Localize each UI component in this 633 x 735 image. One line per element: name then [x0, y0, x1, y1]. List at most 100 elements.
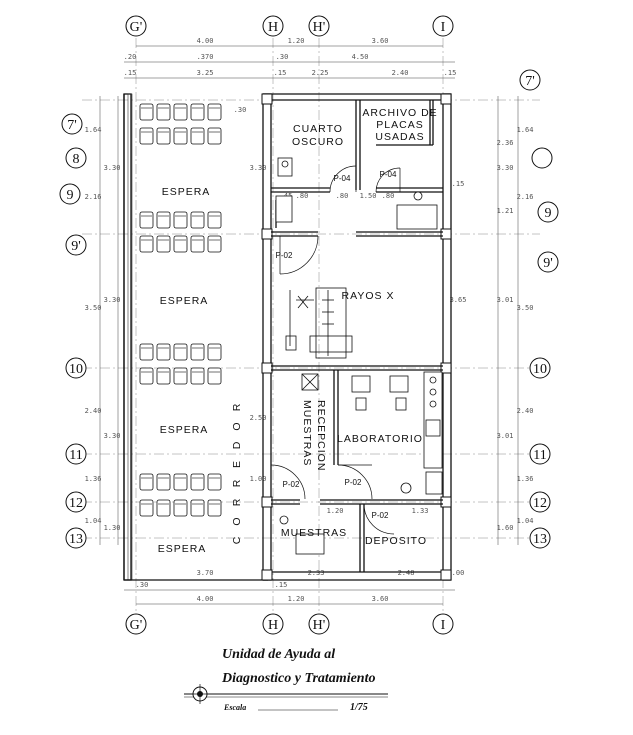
dim-right-1: 1.64 [517, 126, 534, 134]
corredor-letter: D [231, 441, 243, 450]
waiting-seat [139, 127, 154, 145]
room-deposito: DEPOSITO [365, 535, 427, 547]
dim-bottom-1: 4.00 [197, 595, 214, 603]
dimension-lines [99, 45, 519, 605]
door-tag-p02-a: P-02 [276, 251, 293, 260]
axis-bubble-top-i: I [432, 15, 454, 37]
axis-bubble-bottom-h-prime: H' [308, 613, 330, 635]
waiting-seat [156, 499, 171, 517]
waiting-seat [207, 235, 222, 253]
axis-bubble-top-h-prime: H' [308, 15, 330, 37]
room-espera-4: ESPERA [158, 543, 207, 555]
dim-bottom-2: 1.20 [288, 595, 305, 603]
dim-bottom-sub-6: .00 [452, 569, 465, 577]
dim-misc-7: 1.20 [327, 507, 344, 515]
dim-top-sub2-5: 2.40 [392, 69, 409, 77]
waiting-seat [139, 367, 154, 385]
title-line2: Diagnostico y Tratamiento [221, 671, 375, 686]
dim-top-sub2-4: 2.25 [312, 69, 329, 77]
svg-text:I: I [441, 618, 446, 633]
svg-text:9: 9 [67, 188, 74, 203]
waiting-seat [207, 211, 222, 229]
dim-top-sub-4: .30 [276, 53, 289, 61]
corredor-letter: C [231, 536, 243, 545]
dim-right-6: 1.04 [517, 517, 534, 525]
title-line1: Unidad de Ayuda al [222, 647, 335, 662]
svg-text:9': 9' [71, 239, 81, 254]
dim-left-1: 1.64 [85, 126, 102, 134]
dim-right-5: 1.36 [517, 475, 534, 483]
room-recepcion-line2: MUESTRAS [301, 400, 313, 466]
dim-right-in-5: 3.01 [497, 432, 514, 440]
waiting-seat [173, 499, 188, 517]
dim-top-sub-3: 4.50 [352, 53, 369, 61]
waiting-seat [156, 367, 171, 385]
waiting-seat [139, 473, 154, 491]
waiting-seat [156, 473, 171, 491]
svg-text:9': 9' [543, 256, 553, 271]
room-archivo-line2: PLACAS [376, 119, 423, 131]
dim-right-in-1: 2.36 [497, 139, 514, 147]
waiting-seat [207, 127, 222, 145]
dim-right-3: 3.50 [517, 304, 534, 312]
room-muestras: MUESTRAS [281, 527, 347, 539]
svg-text:G': G' [130, 20, 143, 35]
room-laboratorio: LABORATORIO [337, 433, 423, 445]
axis-bubble-right-9: 9 [537, 201, 559, 223]
corredor-letter: E [231, 460, 243, 468]
waiting-seats [139, 103, 222, 517]
dim-right-in-3: 1.21 [497, 207, 514, 215]
room-archivo-line3: USADAS [375, 131, 424, 143]
waiting-seat [207, 343, 222, 361]
dim-left-2: 2.16 [85, 193, 102, 201]
dim-bottom-3: 3.60 [372, 595, 389, 603]
dim-top-sub2-3: .15 [274, 69, 287, 77]
waiting-seat [190, 343, 205, 361]
waiting-seat [207, 367, 222, 385]
waiting-seat [190, 367, 205, 385]
waiting-seat [190, 499, 205, 517]
dim-top-sub2-2: 3.25 [197, 69, 214, 77]
svg-text:9: 9 [545, 206, 552, 221]
waiting-seat [190, 103, 205, 121]
dim-misc-10: 3.65 [450, 296, 467, 304]
svg-text:H': H' [313, 20, 326, 35]
axis-bubble-left-7p: 7' [61, 113, 83, 135]
waiting-seat [190, 473, 205, 491]
waiting-seat [173, 127, 188, 145]
waiting-seat [139, 103, 154, 121]
dim-misc-11: 2.50 [250, 414, 267, 422]
dim-bottom-sub-3: .15 [275, 581, 288, 589]
waiting-seat [173, 343, 188, 361]
dim-misc-4: .80 [336, 192, 349, 200]
dim-right-4: 2.40 [517, 407, 534, 415]
axis-bubble-top-h: H [262, 15, 284, 37]
door-tag-p04-b: P-04 [380, 170, 397, 179]
door-tag-p04-a: P-04 [334, 174, 351, 183]
svg-text:10: 10 [69, 362, 83, 377]
waiting-seat [156, 103, 171, 121]
svg-text:11: 11 [533, 448, 546, 463]
axis-bubble-right-8-empty [531, 147, 553, 169]
axis-bubble-right-13: 13 [529, 527, 551, 549]
dim-bottom-sub-4: 2.33 [308, 569, 325, 577]
dim-left-6: 1.04 [85, 517, 102, 525]
dim-misc-1: .30 [234, 106, 247, 114]
dim-top-1: 4.00 [197, 37, 214, 45]
waiting-seat [156, 235, 171, 253]
room-cuarto-oscuro-line2: OSCURO [292, 136, 344, 148]
axis-bubble-left-13: 13 [65, 527, 87, 549]
room-archivo-line1: ARCHIVO DE [362, 107, 437, 119]
axis-bubble-right-12: 12 [529, 491, 551, 513]
dim-right-in-2: 3.30 [497, 164, 514, 172]
lab-equipment [277, 157, 443, 555]
corredor-letter: O [231, 421, 243, 430]
room-espera-1: ESPERA [162, 186, 211, 198]
dim-bottom-sub-1: .30 [136, 581, 149, 589]
dim-top-sub2-1: .15 [124, 69, 137, 77]
svg-text:11: 11 [69, 448, 82, 463]
dim-left-in-3: 3.30 [104, 432, 121, 440]
waiting-seat [173, 103, 188, 121]
svg-text:H': H' [313, 618, 326, 633]
